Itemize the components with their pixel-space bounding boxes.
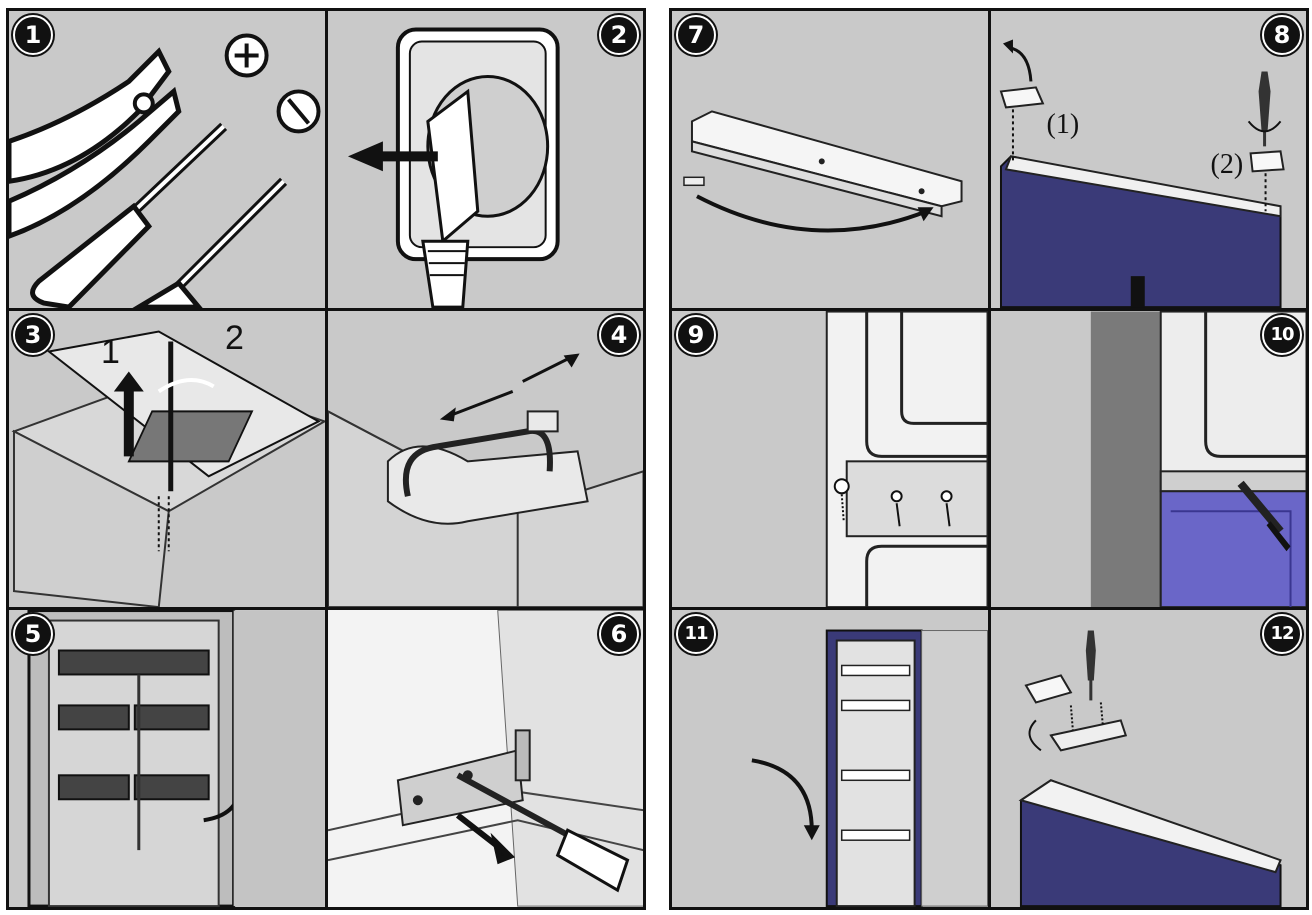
step-label-1: 1 xyxy=(101,332,120,371)
step-number-6: 6 xyxy=(599,614,639,655)
step-number-1: 1 xyxy=(13,15,53,55)
instruction-grid-right: 7 8 (1) (2) xyxy=(669,8,1309,910)
step-number-2: 2 xyxy=(599,15,639,55)
step-number-4: 4 xyxy=(599,314,639,355)
panel-5-door-shelves: 5 xyxy=(9,610,325,907)
step-number-5: 5 xyxy=(13,614,53,655)
hinge-screws-illustration xyxy=(327,610,643,907)
top-caps-illustration xyxy=(999,39,1285,308)
cover-illustration xyxy=(11,330,325,608)
step-number-12: 12 xyxy=(1262,614,1302,655)
panel-12-refit-top: 12 xyxy=(990,610,1306,907)
step-number-7: 7 xyxy=(676,15,716,55)
step-label-2: 2 xyxy=(225,318,244,357)
cap-label-1: (1) xyxy=(1046,109,1080,140)
middle-hinge-illustration xyxy=(825,310,988,608)
panel-10-loosen: 10 xyxy=(990,310,1306,608)
panel-1-tools: 1 xyxy=(9,11,325,308)
step-number-9: 9 xyxy=(676,314,716,355)
panel-7-bracket: 7 xyxy=(672,11,988,308)
panel-4-hinge-cover: 4 xyxy=(327,310,643,608)
rotate-door-illustration xyxy=(751,629,988,907)
door-shelves-illustration xyxy=(27,610,325,907)
unplug-illustration xyxy=(347,27,560,308)
bracket-illustration xyxy=(683,110,963,233)
panel-6-hinge-screws: 6 xyxy=(327,610,643,907)
step-number-10: 10 xyxy=(1262,314,1302,355)
step-number-8: 8 xyxy=(1262,15,1302,55)
cap-label-2: (2) xyxy=(1210,149,1244,180)
step-number-3: 3 xyxy=(13,314,53,355)
step-number-11: 11 xyxy=(676,614,716,655)
refit-top-illustration xyxy=(1018,630,1282,907)
panel-9-middle-hinge: 9 xyxy=(672,310,988,608)
loosen-illustration xyxy=(1090,310,1306,608)
panel-2-unplug: 2 xyxy=(327,11,643,308)
tools-illustration xyxy=(9,33,321,308)
panel-3-remove-cover: 3 1 2 xyxy=(9,310,325,608)
instruction-grid-left: 1 2 xyxy=(6,8,646,910)
panel-8-top-caps: 8 (1) (2) xyxy=(990,11,1306,308)
hinge-cover-illustration xyxy=(327,353,643,608)
panel-11-rotate-door: 11 xyxy=(672,610,988,907)
